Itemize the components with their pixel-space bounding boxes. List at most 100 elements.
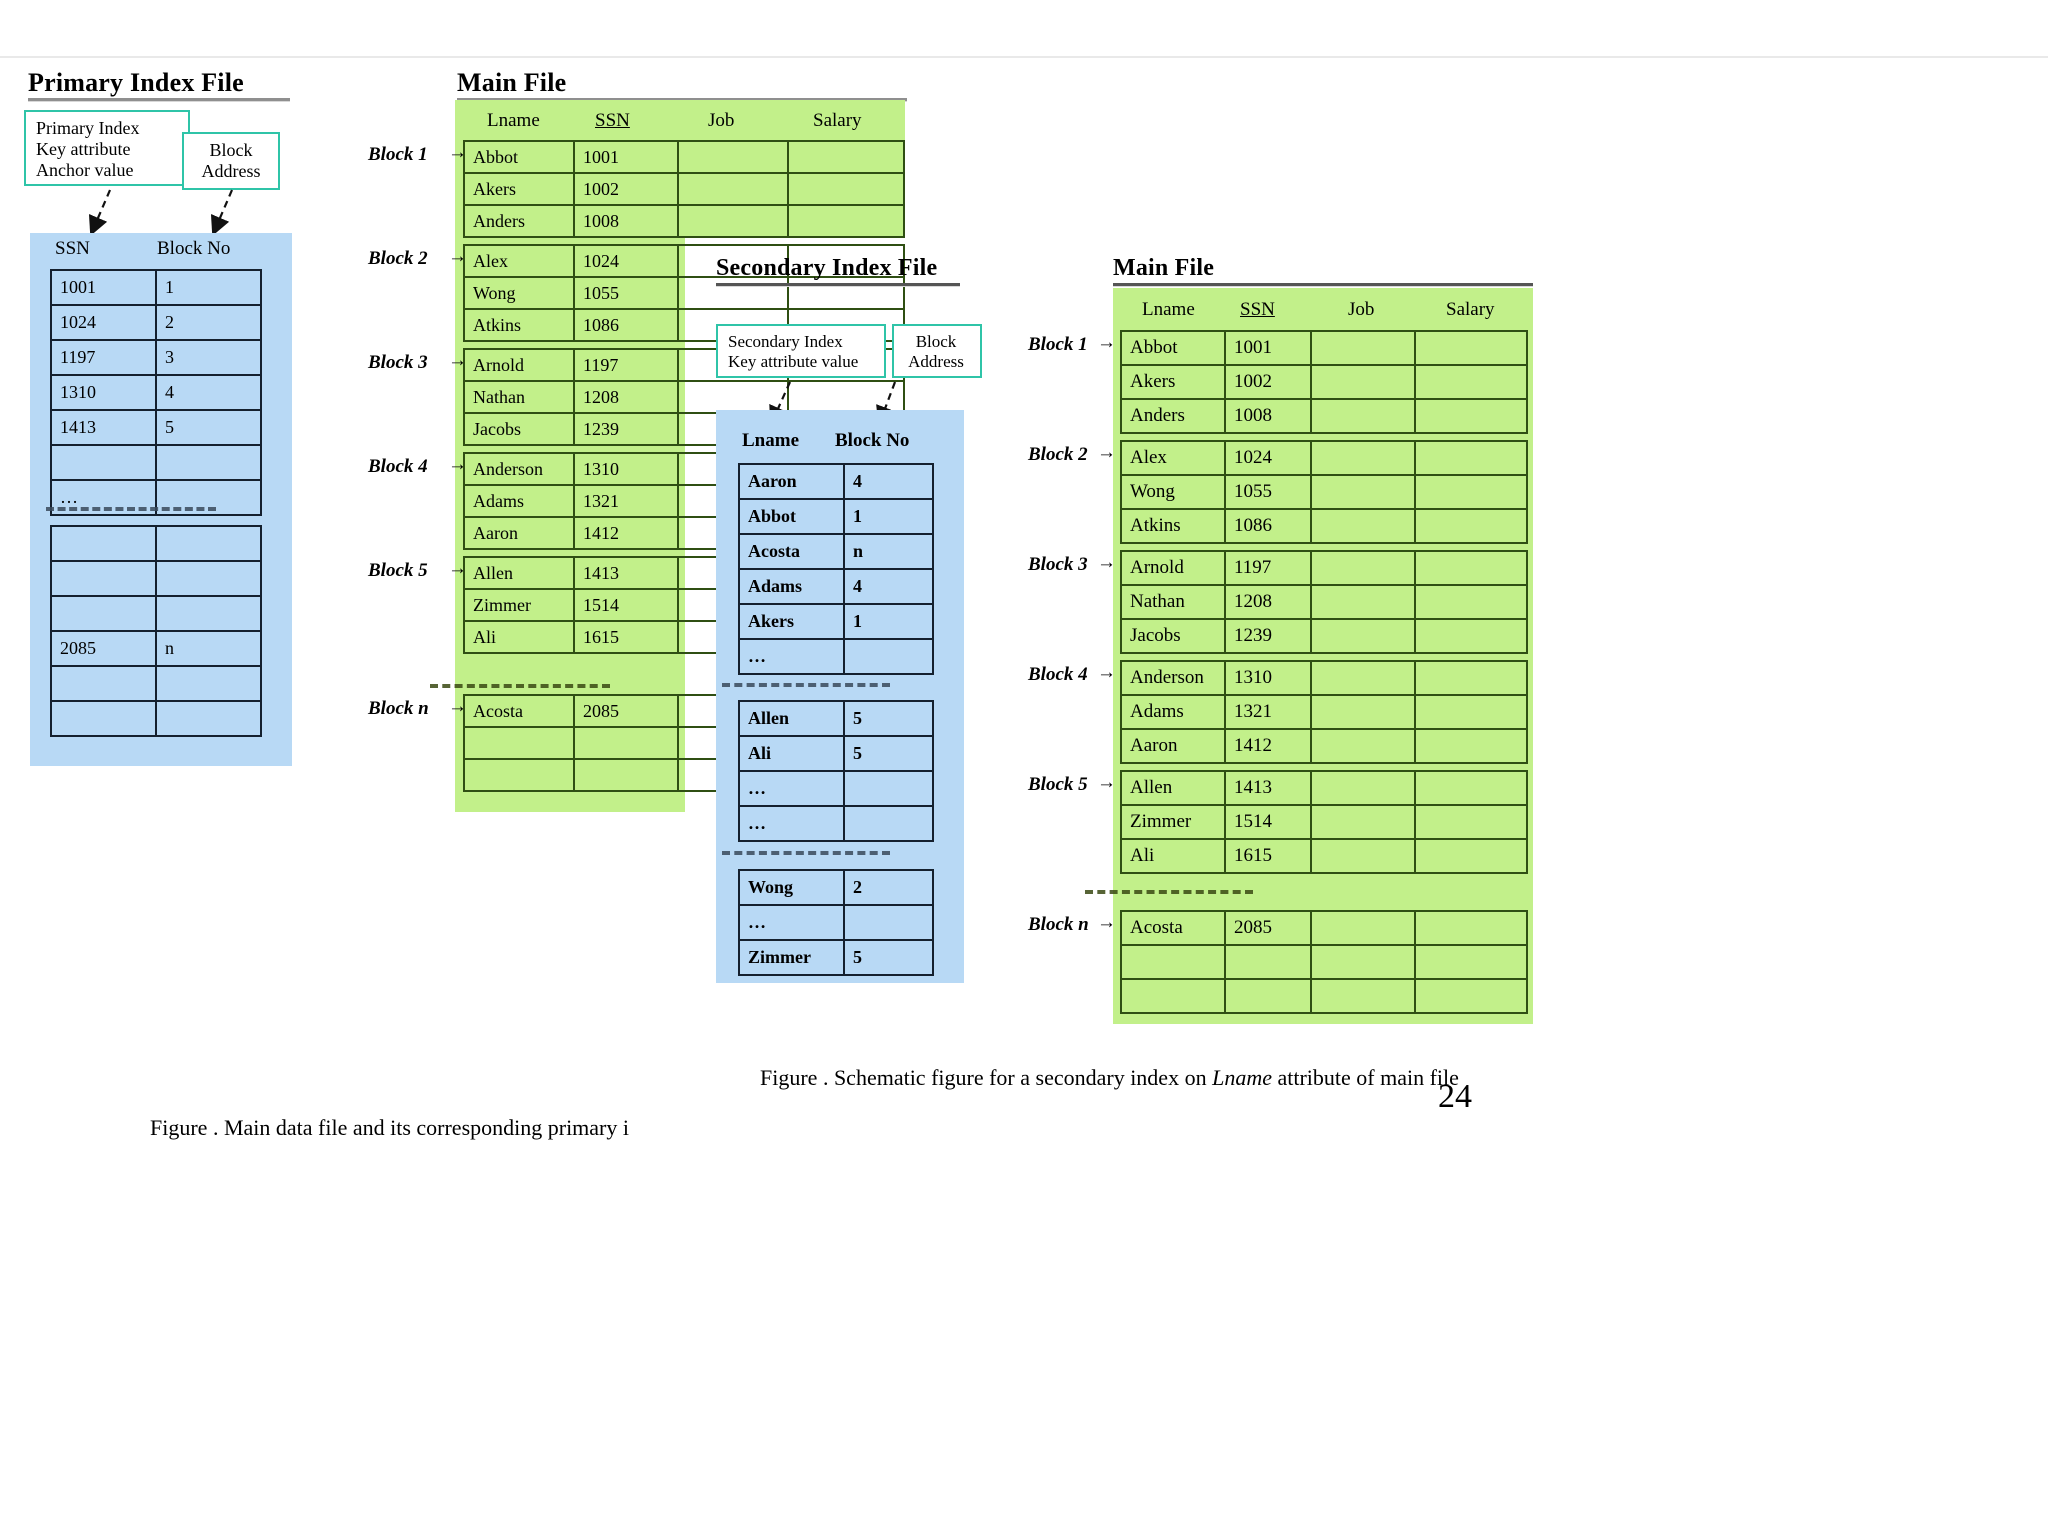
block-pointer-arrow-icon: → [1097,442,1116,463]
cell-salary [1414,550,1528,586]
table-row [50,444,262,481]
cell-lname: … [738,638,845,675]
cell-ssn: 1008 [573,204,679,238]
cell-ssn: 1239 [573,412,679,446]
block-pointer-arrow-icon: → [1097,552,1116,573]
cell-block: 4 [843,568,934,605]
block-pointer-arrow-icon: → [1097,662,1116,683]
main-file-right-dash-separator [1085,890,1253,894]
figure-caption-right-pre: Figure . Schematic figure for a secondar… [760,1065,1213,1090]
cell-job [1310,804,1416,840]
cell-job [1310,508,1416,544]
cell-lname: Abbot [463,140,575,174]
main-file-left-title-rule [457,98,907,101]
cell-job [1310,660,1416,696]
cell-salary [787,140,905,174]
cell-ssn: 1321 [1224,694,1312,730]
primary-index-key-callout: Primary Index Key attribute Anchor value [24,110,190,186]
cell-lname: Abbot [738,498,845,535]
cell-block: 5 [843,939,934,976]
cell-lname: Abbot [1120,330,1226,366]
cell-lname: Acosta [463,694,575,728]
main-right-col-salary-header: Salary [1446,299,1495,320]
cell-lname: Atkins [463,308,575,342]
main-file-left-dash-separator [430,684,610,688]
cell-lname: Anderson [463,452,575,486]
main-left-col-lname-header: Lname [487,110,540,131]
cell-block [843,805,934,842]
block-label: Block 2 [1028,444,1088,465]
cell-ssn [50,665,157,702]
cell-salary [1414,618,1528,654]
cell-salary [1414,440,1528,476]
table-row [1120,978,1528,1014]
cell-ssn: 1208 [1224,584,1312,620]
cell-lname: Adams [738,568,845,605]
cell-ssn: 1310 [1224,660,1312,696]
cell-ssn [50,595,157,632]
cell-block: 5 [843,735,934,772]
cell-ssn: 1055 [1224,474,1312,510]
primary-block-address-arrow [210,189,234,237]
primary-index-title-rule [28,98,290,101]
cell-job [1310,770,1416,806]
cell-lname: Akers [1120,364,1226,400]
primary-col-blockno-header: Block No [157,238,231,259]
page-number: 24 [1438,1078,1472,1115]
cell-lname: Aaron [738,463,845,500]
cell-block [155,595,262,632]
cell-salary [1414,508,1528,544]
cell-block [843,770,934,807]
cell-lname: Zimmer [1120,804,1226,840]
cell-lname: Wong [1120,474,1226,510]
cell-lname: Arnold [1120,550,1226,586]
primary-index-file-title: Primary Index File [28,68,244,97]
cell-block [155,665,262,702]
cell-job [1310,728,1416,764]
cell-ssn [50,560,157,597]
cell-ssn: 1321 [573,484,679,518]
figure-caption-right: Figure . Schematic figure for a secondar… [760,1065,1459,1091]
block-label: Block 1 [368,144,428,165]
main-right-col-lname-header: Lname [1142,299,1195,320]
top-divider-rule [0,56,2048,58]
figure-caption-right-emphasis: Lname [1212,1065,1272,1090]
cell-block [155,700,262,737]
cell-salary [1414,584,1528,620]
cell-block: 2 [155,304,262,341]
cell-job [1310,944,1416,980]
cell-salary [1414,398,1528,434]
cell-job [1310,398,1416,434]
cell-job [1310,978,1416,1014]
cell-job [1310,584,1416,620]
block-pointer-arrow-icon: → [448,454,467,475]
block-label: Block 3 [1028,554,1088,575]
cell-ssn: 1310 [50,374,157,411]
cell-block [843,904,934,941]
cell-lname: Acosta [738,533,845,570]
cell-ssn: 1024 [1224,440,1312,476]
cell-lname: Alex [463,244,575,278]
cell-block: 3 [155,339,262,376]
cell-ssn: 1615 [1224,838,1312,874]
cell-job [1310,474,1416,510]
cell-job [1310,838,1416,874]
